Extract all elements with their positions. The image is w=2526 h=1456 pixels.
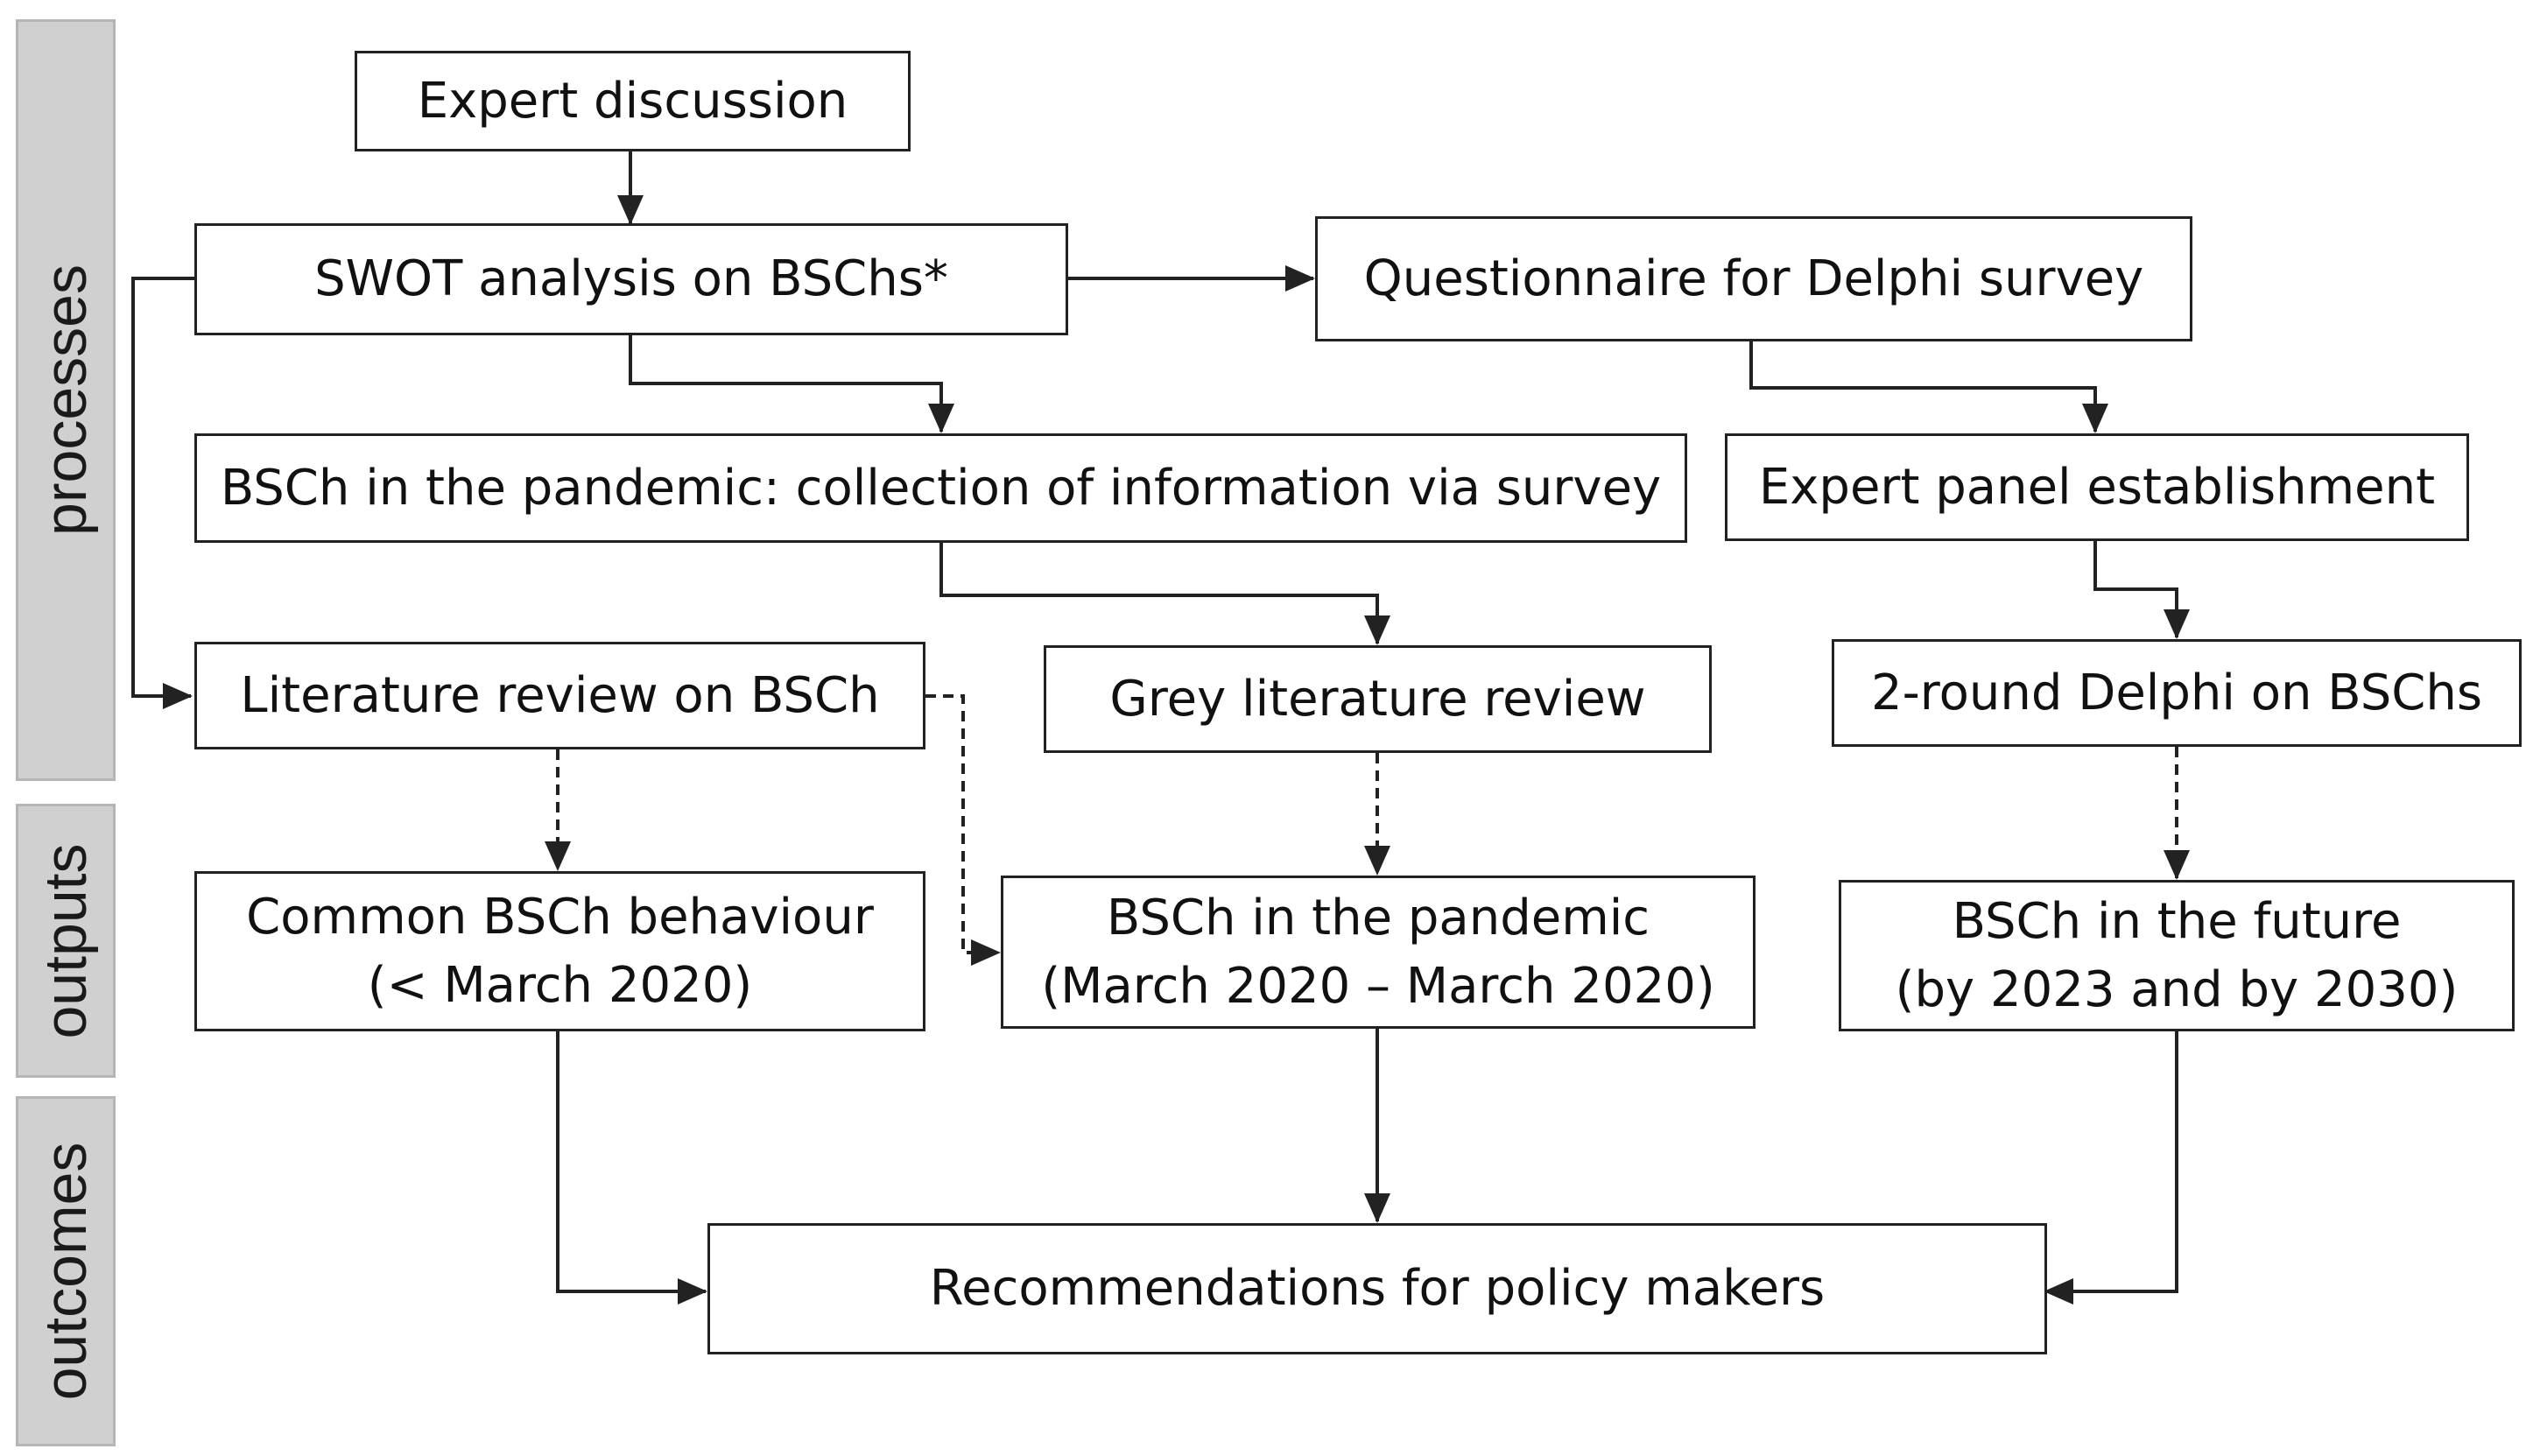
expert-panel-label: Expert panel establishment [1758,458,2436,516]
arrow-swot-to-literature-review [131,277,194,709]
literature-review-box: Literature review on BSCh [194,642,925,749]
expert-discussion-label: Expert discussion [417,72,848,130]
expert-panel-box: Expert panel establishment [1725,433,2469,541]
bsch-pandemic-box: BSCh in the pandemic (March 2020 – March… [1001,876,1756,1029]
arrow-bsch-future-to-recommendations [2044,1031,2178,1305]
expert-discussion-box: Expert discussion [355,51,911,151]
swot-analysis-box: SWOT analysis on BSChs* [194,223,1068,335]
bsch-future-box: BSCh in the future (by 2023 and by 2030) [1839,880,2515,1031]
arrow-expert-panel-to-delphi [2093,541,2190,639]
bsch-pandemic-line2: (March 2020 – March 2020) [1041,957,1715,1015]
bsch-future-line2: (by 2023 and by 2030) [1895,960,2459,1018]
grey-literature-box: Grey literature review [1044,645,1712,753]
recommendations-label: Recommendations for policy makers [929,1260,1826,1318]
bsch-future-line1: BSCh in the future [1952,893,2402,951]
common-behaviour-line1: Common BSCh behaviour [246,889,874,946]
pandemic-survey-box: BSCh in the pandemic: collection of info… [194,433,1687,543]
arrow-common-behaviour-to-recommendations [556,1031,707,1305]
pandemic-survey-label: BSCh in the pandemic: collection of info… [220,459,1662,517]
arrow-pandemic-survey-to-grey-literature [939,543,1390,645]
band-outputs: outputs [16,804,116,1078]
band-processes: processes [16,19,116,781]
delphi-label: 2-round Delphi on BSChs [1870,664,2483,721]
questionnaire-box: Questionnaire for Delphi survey [1315,216,2192,341]
delphi-box: 2-round Delphi on BSChs [1832,639,2522,747]
bsch-pandemic-line1: BSCh in the pandemic [1106,890,1650,947]
common-behaviour-box: Common BSCh behaviour (< March 2020) [194,871,925,1031]
arrow-questionnaire-to-expert-panel [1749,341,2108,433]
arrow-swot-to-pandemic-survey [629,335,954,433]
literature-review-label: Literature review on BSCh [240,666,880,724]
common-behaviour-line2: (< March 2020) [367,956,753,1014]
grey-literature-label: Grey literature review [1109,670,1646,728]
recommendations-box: Recommendations for policy makers [707,1223,2047,1354]
band-outcomes: outcomes [16,1096,116,1446]
arrow-literature-to-bsch-pandemic [925,694,1001,966]
swot-analysis-label: SWOT analysis on BSChs* [314,250,948,308]
questionnaire-label: Questionnaire for Delphi survey [1363,250,2144,307]
